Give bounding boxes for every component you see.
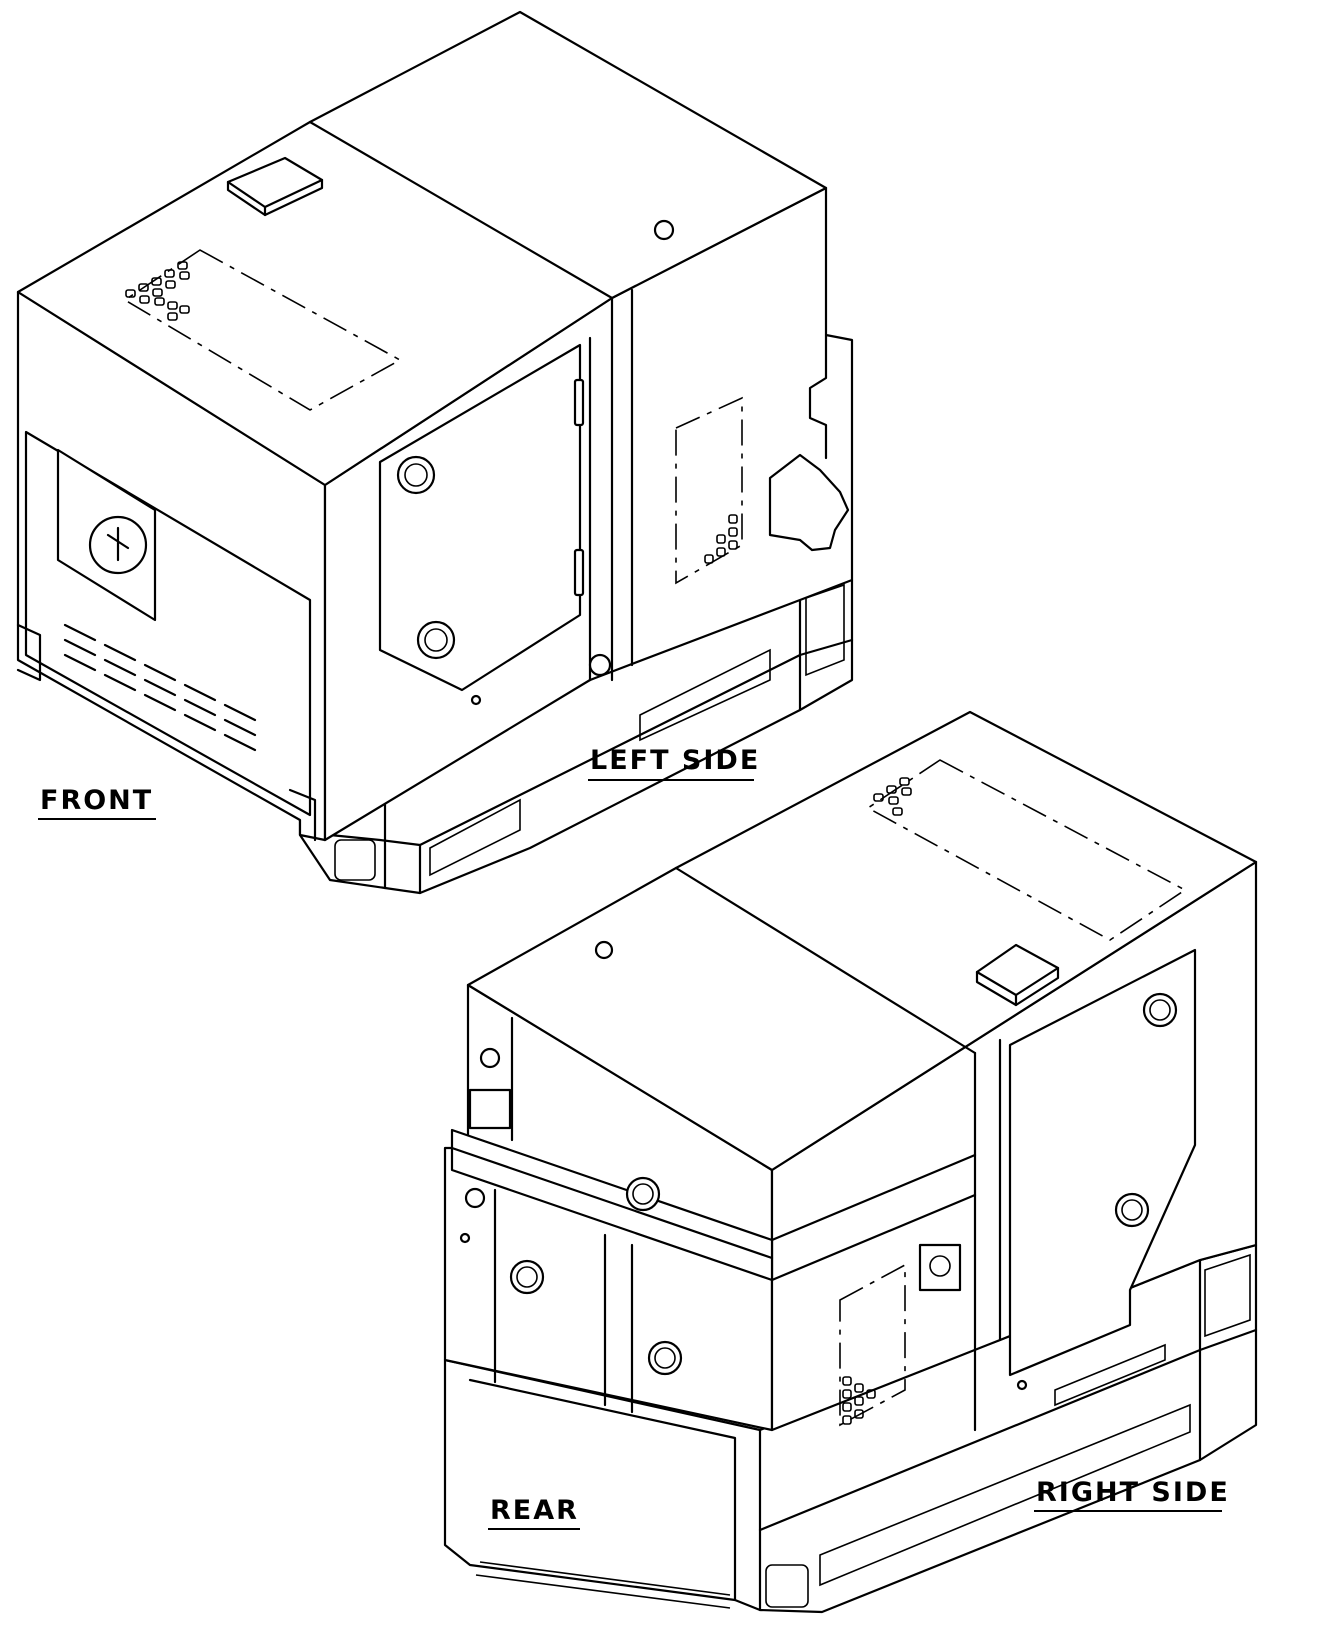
lift-slot-front xyxy=(334,839,376,881)
indicator-grid-top-right xyxy=(873,777,912,816)
right-latch-upper xyxy=(1142,992,1178,1028)
door-latch-lower xyxy=(416,620,456,660)
left-side-door xyxy=(378,343,582,692)
right-side-gauge xyxy=(918,1243,962,1292)
right-side-door xyxy=(1008,948,1197,1377)
label-rear: REAR xyxy=(490,1495,579,1526)
lock-knob-top xyxy=(653,219,675,241)
front-left-view xyxy=(16,10,854,895)
indicator-grid-side-right xyxy=(842,1376,876,1425)
label-rear-underline xyxy=(488,1528,580,1530)
indicator-grid-side-left xyxy=(704,514,738,564)
drain-plug xyxy=(588,653,612,677)
hinge-lower xyxy=(573,548,585,597)
label-front: FRONT xyxy=(40,785,154,816)
rear-plate xyxy=(468,1088,512,1130)
top-face-rear-right xyxy=(466,710,1258,1172)
right-latch-lower xyxy=(1114,1192,1150,1228)
label-left-side: LEFT SIDE xyxy=(590,745,761,776)
door-latch-upper xyxy=(396,455,436,495)
lift-slot-rear xyxy=(765,1564,809,1608)
rear-latch-right xyxy=(647,1340,683,1376)
label-right-side-underline xyxy=(1034,1510,1222,1512)
louvers xyxy=(63,623,257,752)
indicator-grid-top-left xyxy=(125,261,190,321)
exhaust-cap xyxy=(768,453,850,552)
label-front-underline xyxy=(38,818,156,820)
lock-knob-rear xyxy=(594,940,614,960)
label-left-side-underline xyxy=(588,779,754,781)
hinge-upper xyxy=(573,378,585,427)
rear-right-view xyxy=(443,710,1258,1614)
rear-latch-top xyxy=(625,1176,661,1212)
label-right-side: RIGHT SIDE xyxy=(1036,1477,1230,1508)
rear-latch-left xyxy=(509,1259,545,1295)
rear-indicator xyxy=(479,1047,501,1069)
rear-knob xyxy=(464,1187,486,1209)
